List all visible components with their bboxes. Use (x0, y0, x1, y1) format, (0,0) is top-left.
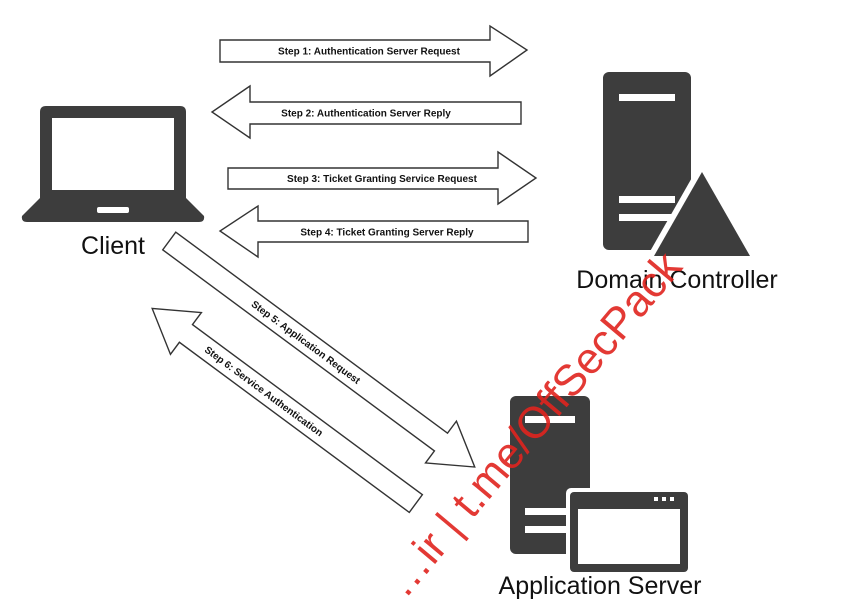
step-2-arrow: Step 2: Authentication Server Reply (210, 84, 522, 140)
app-window-icon (566, 488, 692, 576)
warning-triangle-icon (644, 160, 760, 262)
laptop-icon (21, 106, 205, 222)
step-3-label: Step 3: Ticket Granting Service Request (287, 174, 478, 185)
client-label: Client (81, 232, 145, 260)
application-server-label: Application Server (499, 572, 702, 600)
step-4-arrow: Step 4: Ticket Granting Server Reply (218, 204, 529, 259)
step-1-label: Step 1: Authentication Server Request (278, 47, 461, 58)
step-2-label: Step 2: Authentication Server Reply (281, 109, 451, 120)
domain-controller-label: Domain Controller (576, 266, 777, 294)
step-6-label: Step 6: Service Authentication (202, 345, 324, 440)
server-icon (603, 72, 691, 250)
step-1-arrow: Step 1: Authentication Server Request (219, 24, 529, 78)
step-5-label: Step 5: Application Request (249, 299, 363, 387)
step-3-arrow: Step 3: Ticket Granting Service Request (227, 150, 538, 206)
step-4-label: Step 4: Ticket Granting Server Reply (300, 228, 474, 239)
